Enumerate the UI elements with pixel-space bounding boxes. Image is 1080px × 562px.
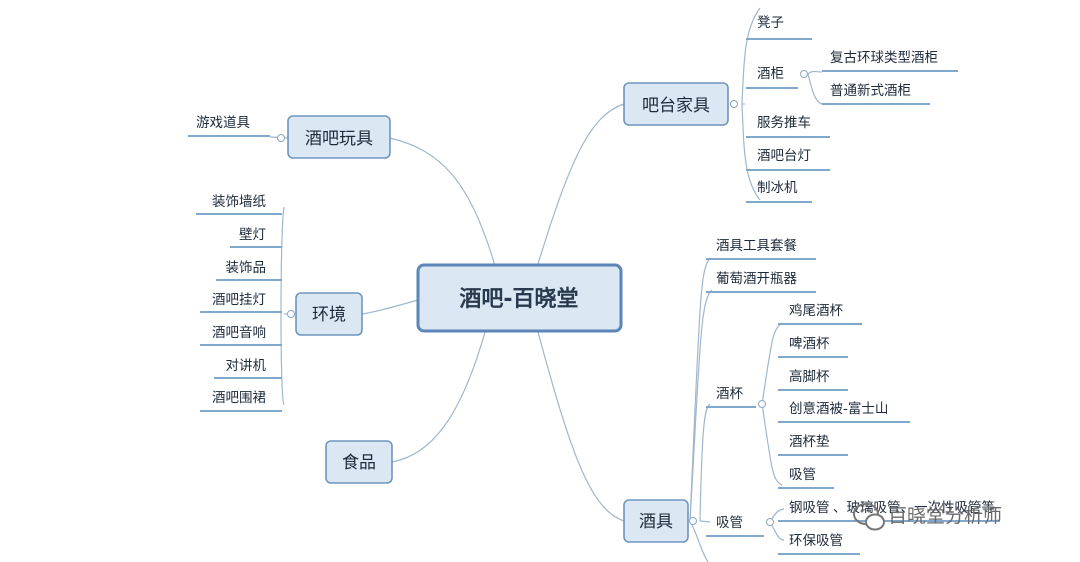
leaf-furniture-2[interactable]: 服务推车 <box>746 114 830 138</box>
branch-label: 环境 <box>312 305 346 325</box>
leaf-label: 环保吸管 <box>789 533 843 549</box>
branch-environment[interactable]: 环境 <box>295 292 363 336</box>
collapse-icon[interactable] <box>758 400 766 408</box>
leaf-tools-0[interactable]: 酒具工具套餐 <box>706 238 816 260</box>
leaf-label: 制冰机 <box>757 180 798 196</box>
leaf-env-0[interactable]: 装饰墙纸 <box>196 194 282 215</box>
leaf-label: 鸡尾酒杯 <box>789 302 843 319</box>
leaf-label: 凳子 <box>757 15 784 31</box>
leaf-cabinet-0[interactable]: 复古环球类型酒柜 <box>822 49 958 72</box>
leaf-furniture-3[interactable]: 酒吧台灯 <box>746 148 830 171</box>
collapse-icon[interactable] <box>766 518 774 526</box>
leaf-env-2[interactable]: 装饰品 <box>216 260 282 281</box>
leaf-label: 酒杯垫 <box>789 434 830 450</box>
watermark-text: 百晓堂分析师 <box>888 505 1002 527</box>
leaf-label: 钢吸管 <box>789 500 830 516</box>
leaf-furniture-0[interactable]: 凳子 <box>746 15 812 40</box>
leaf-tools-2[interactable]: 酒杯 <box>706 386 756 408</box>
leaf-label: 吸管 <box>716 515 743 531</box>
leaf-cups-3[interactable]: 创意酒被-富士山 <box>778 400 910 423</box>
leaf-label: 酒吧围裙 <box>212 390 266 406</box>
leaf-env-1[interactable]: 壁灯 <box>230 227 282 248</box>
leaf-cabinet-1[interactable]: 普通新式酒柜 <box>822 83 930 105</box>
straw-overlap-text: 、玻璃吸管、一次性吸管等 <box>833 499 995 516</box>
leaf-label: 啤酒杯 <box>789 336 830 352</box>
leaf-tools-3[interactable]: 吸管 <box>706 515 764 537</box>
leaf-cups-5[interactable]: 吸管 <box>778 467 834 489</box>
leaf-label: 壁灯 <box>239 227 266 243</box>
leaf-label: 装饰墙纸 <box>212 194 266 210</box>
leaf-label: 装饰品 <box>226 260 267 276</box>
collapse-icon[interactable] <box>689 517 697 525</box>
leaf-furniture-4[interactable]: 制冰机 <box>746 180 812 203</box>
branch-label: 酒具 <box>639 512 673 532</box>
branch-label: 吧台家具 <box>642 96 710 116</box>
collapse-icon[interactable] <box>800 70 808 78</box>
leaf-label: 葡萄酒开瓶器 <box>716 271 797 287</box>
branch-toys[interactable]: 酒吧玩具 <box>287 115 391 159</box>
leaf-env-3[interactable]: 酒吧挂灯 <box>200 292 282 313</box>
leaf-straw-0[interactable]: 钢吸管 、玻璃吸管、一次性吸管等 <box>778 499 1000 522</box>
collapse-toggles <box>277 70 808 526</box>
leaf-env-5[interactable]: 对讲机 <box>214 358 282 379</box>
branch-label: 酒吧玩具 <box>305 129 373 149</box>
center-node[interactable]: 酒吧-百晓堂 <box>416 263 623 333</box>
leaf-label: 创意酒被-富士山 <box>789 400 888 417</box>
env-leaves: 装饰墙纸 壁灯 装饰品 酒吧挂灯 酒吧音响 对讲机 酒吧围裙 <box>196 194 282 412</box>
collapse-icon[interactable] <box>277 134 285 142</box>
collapse-icon[interactable] <box>287 310 295 318</box>
leaf-label: 普通新式酒柜 <box>830 83 911 99</box>
leaf-label: 酒具工具套餐 <box>716 238 797 254</box>
leaf-label: 高脚杯 <box>789 368 830 385</box>
leaf-label: 服务推车 <box>757 114 811 131</box>
leaf-label: 对讲机 <box>226 358 267 374</box>
leaf-toys-0[interactable]: 游戏道具 <box>188 115 270 137</box>
leaf-cups-2[interactable]: 高脚杯 <box>778 368 848 391</box>
leaf-env-6[interactable]: 酒吧围裙 <box>200 390 282 412</box>
branch-bar-tools[interactable]: 酒具 <box>623 499 689 543</box>
leaf-label: 酒吧台灯 <box>757 148 811 164</box>
collapse-icon[interactable] <box>730 100 738 108</box>
leaf-label: 酒柜 <box>757 66 784 82</box>
leaf-label: 酒吧音响 <box>212 324 266 341</box>
leaf-label: 酒吧挂灯 <box>212 292 266 308</box>
branch-food[interactable]: 食品 <box>325 440 393 484</box>
leaf-label: 酒杯 <box>716 386 744 402</box>
leaf-tools-1[interactable]: 葡萄酒开瓶器 <box>706 271 816 293</box>
branch-bar-furniture[interactable]: 吧台家具 <box>623 82 729 126</box>
leaf-label: 游戏道具 <box>196 115 250 131</box>
leaf-cups-0[interactable]: 鸡尾酒杯 <box>778 302 862 325</box>
leaf-cups-1[interactable]: 啤酒杯 <box>778 336 848 358</box>
center-label: 酒吧-百晓堂 <box>459 287 578 312</box>
leaf-label: 复古环球类型酒柜 <box>830 49 938 66</box>
branch-label: 食品 <box>342 453 376 473</box>
leaf-cups-4[interactable]: 酒杯垫 <box>778 434 848 456</box>
leaf-label: 吸管 <box>789 467 816 483</box>
watermark: 百晓堂分析师 <box>853 503 1002 531</box>
straw-leaves: 钢吸管 、玻璃吸管、一次性吸管等 环保吸管 <box>778 499 1000 555</box>
leaf-straw-1[interactable]: 环保吸管 <box>778 533 860 555</box>
furniture-leaves: 凳子 酒柜 服务推车 酒吧台灯 制冰机 复古环球类型酒柜 普通新式酒柜 <box>746 15 958 203</box>
leaf-env-4[interactable]: 酒吧音响 <box>200 324 282 346</box>
cups-leaves: 鸡尾酒杯 啤酒杯 高脚杯 创意酒被-富士山 酒杯垫 吸管 <box>778 302 910 489</box>
tools-leaves: 酒具工具套餐 葡萄酒开瓶器 酒杯 吸管 <box>706 238 816 537</box>
leaf-furniture-1[interactable]: 酒柜 <box>746 66 798 89</box>
wechat-icon <box>853 503 885 531</box>
